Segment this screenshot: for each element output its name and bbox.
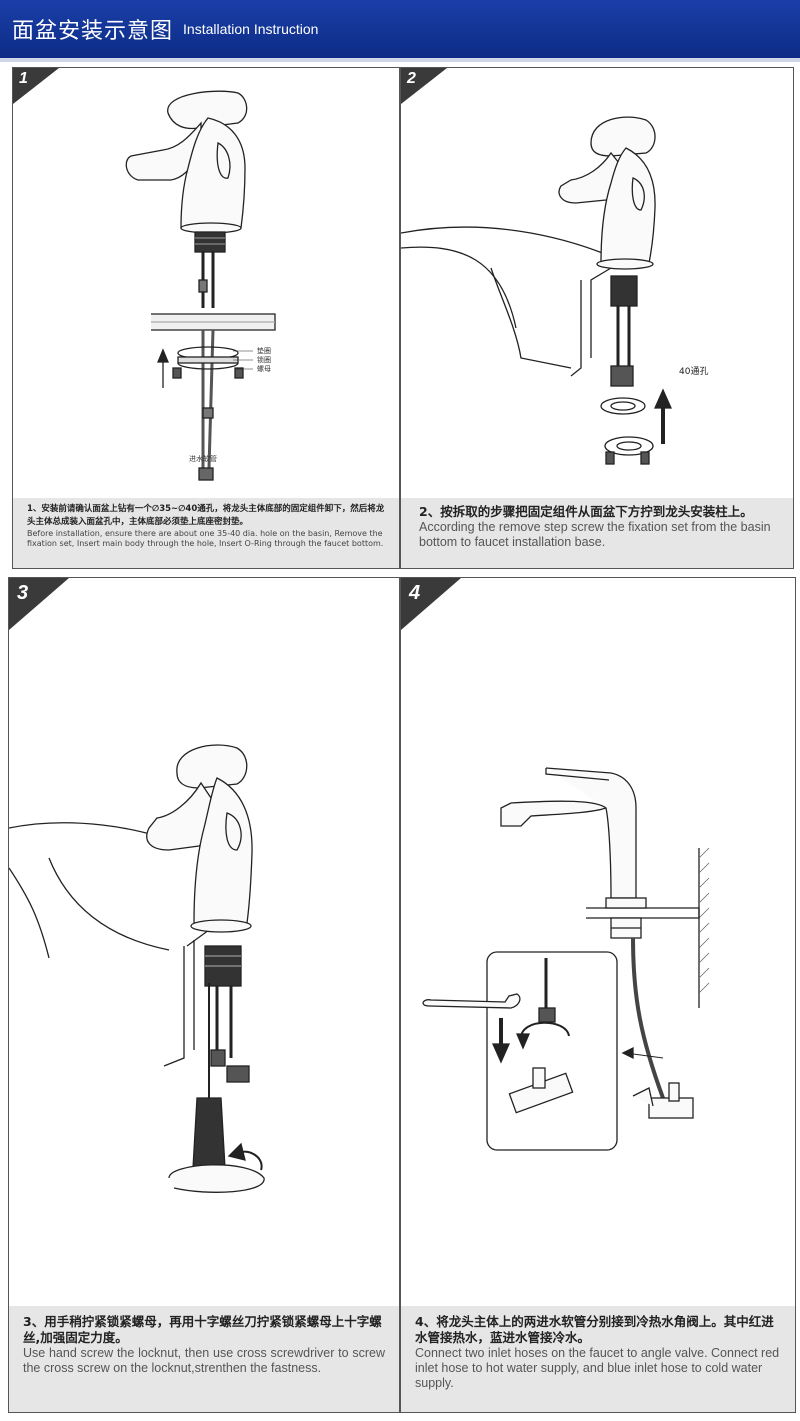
header-banner: 面盆安装示意图 Installation Instruction [0,0,800,58]
title-en: Installation Instruction [183,21,319,37]
step-2-number: 2 [407,70,416,87]
step-2-illustration [401,116,673,465]
step-3-caption-en: Use hand screw the locknut, then use cro… [23,1346,385,1375]
label-40mm-hole: 40通孔 [679,367,709,377]
step-3-illustration [9,744,265,1193]
step-1-panel: 垫圈 锁圈 螺母 进水软管 1 1、安装前请确认面盆上钻有一个∅35~∅40通孔… [12,67,400,569]
label-lock-ring: 锁圈 [257,356,271,364]
step-2-caption-en: According the remove step screw the fixa… [419,520,771,549]
label-nut: 螺母 [257,365,271,373]
step-4-caption: 4、将龙头主体上的两进水软管分别接到冷热水角阀上。其中红进水管接热水，蓝进水管接… [401,1306,795,1412]
step-1-caption: 1、安装前请确认面盆上钻有一个∅35~∅40通孔，将龙头主体底部的固定组件卸下，… [13,498,399,568]
step-4-caption-en: Connect two inlet hoses on the faucet to… [415,1346,780,1390]
step-3-caption-cn: 3、用手稍拧紧锁紧螺母，再用十字螺丝刀拧紧锁紧螺母上十字螺丝,加强固定力度。 [23,1314,382,1345]
step-1-caption-cn: 1、安装前请确认面盆上钻有一个∅35~∅40通孔，将龙头主体底部的固定组件卸下，… [27,504,385,527]
step-2-caption-cn: 2、按拆取的步骤把固定组件从面盆下方拧到龙头安装柱上。 [419,504,753,519]
step-1-caption-en: Before installation, ensure there are ab… [27,529,384,548]
step-4-caption-cn: 4、将龙头主体上的两进水软管分别接到冷热水角阀上。其中红进水管接热水，蓝进水管接… [415,1314,774,1345]
step-4-panel: 4 4、将龙头主体上的两进水软管分别接到冷热水角阀上。其中红进水管接热水，蓝进水… [400,577,796,1413]
step-4-number: 4 [409,582,421,604]
header-rule [0,58,800,62]
label-gasket: 垫圈 [257,347,271,355]
step-3-number: 3 [17,582,29,604]
step-3-caption: 3、用手稍拧紧锁紧螺母，再用十字螺丝刀拧紧锁紧螺母上十字螺丝,加强固定力度。 U… [9,1306,399,1412]
step-1-number: 1 [19,70,28,87]
step-3-panel: 3 3、用手稍拧紧锁紧螺母，再用十字螺丝刀拧紧锁紧螺母上十字螺丝,加强固定力度。… [8,577,400,1413]
label-inlet-hose: 进水软管 [189,455,217,463]
step-2-caption: 2、按拆取的步骤把固定组件从面盆下方拧到龙头安装柱上。 According th… [401,498,793,568]
title-cn: 面盆安装示意图 [12,19,174,44]
step-1-illustration [125,90,276,481]
step-4-illustration [422,767,710,1151]
step-2-panel: 40通孔 2 2、按拆取的步骤把固定组件从面盆下方拧到龙头安装柱上。 Accor… [400,67,794,569]
